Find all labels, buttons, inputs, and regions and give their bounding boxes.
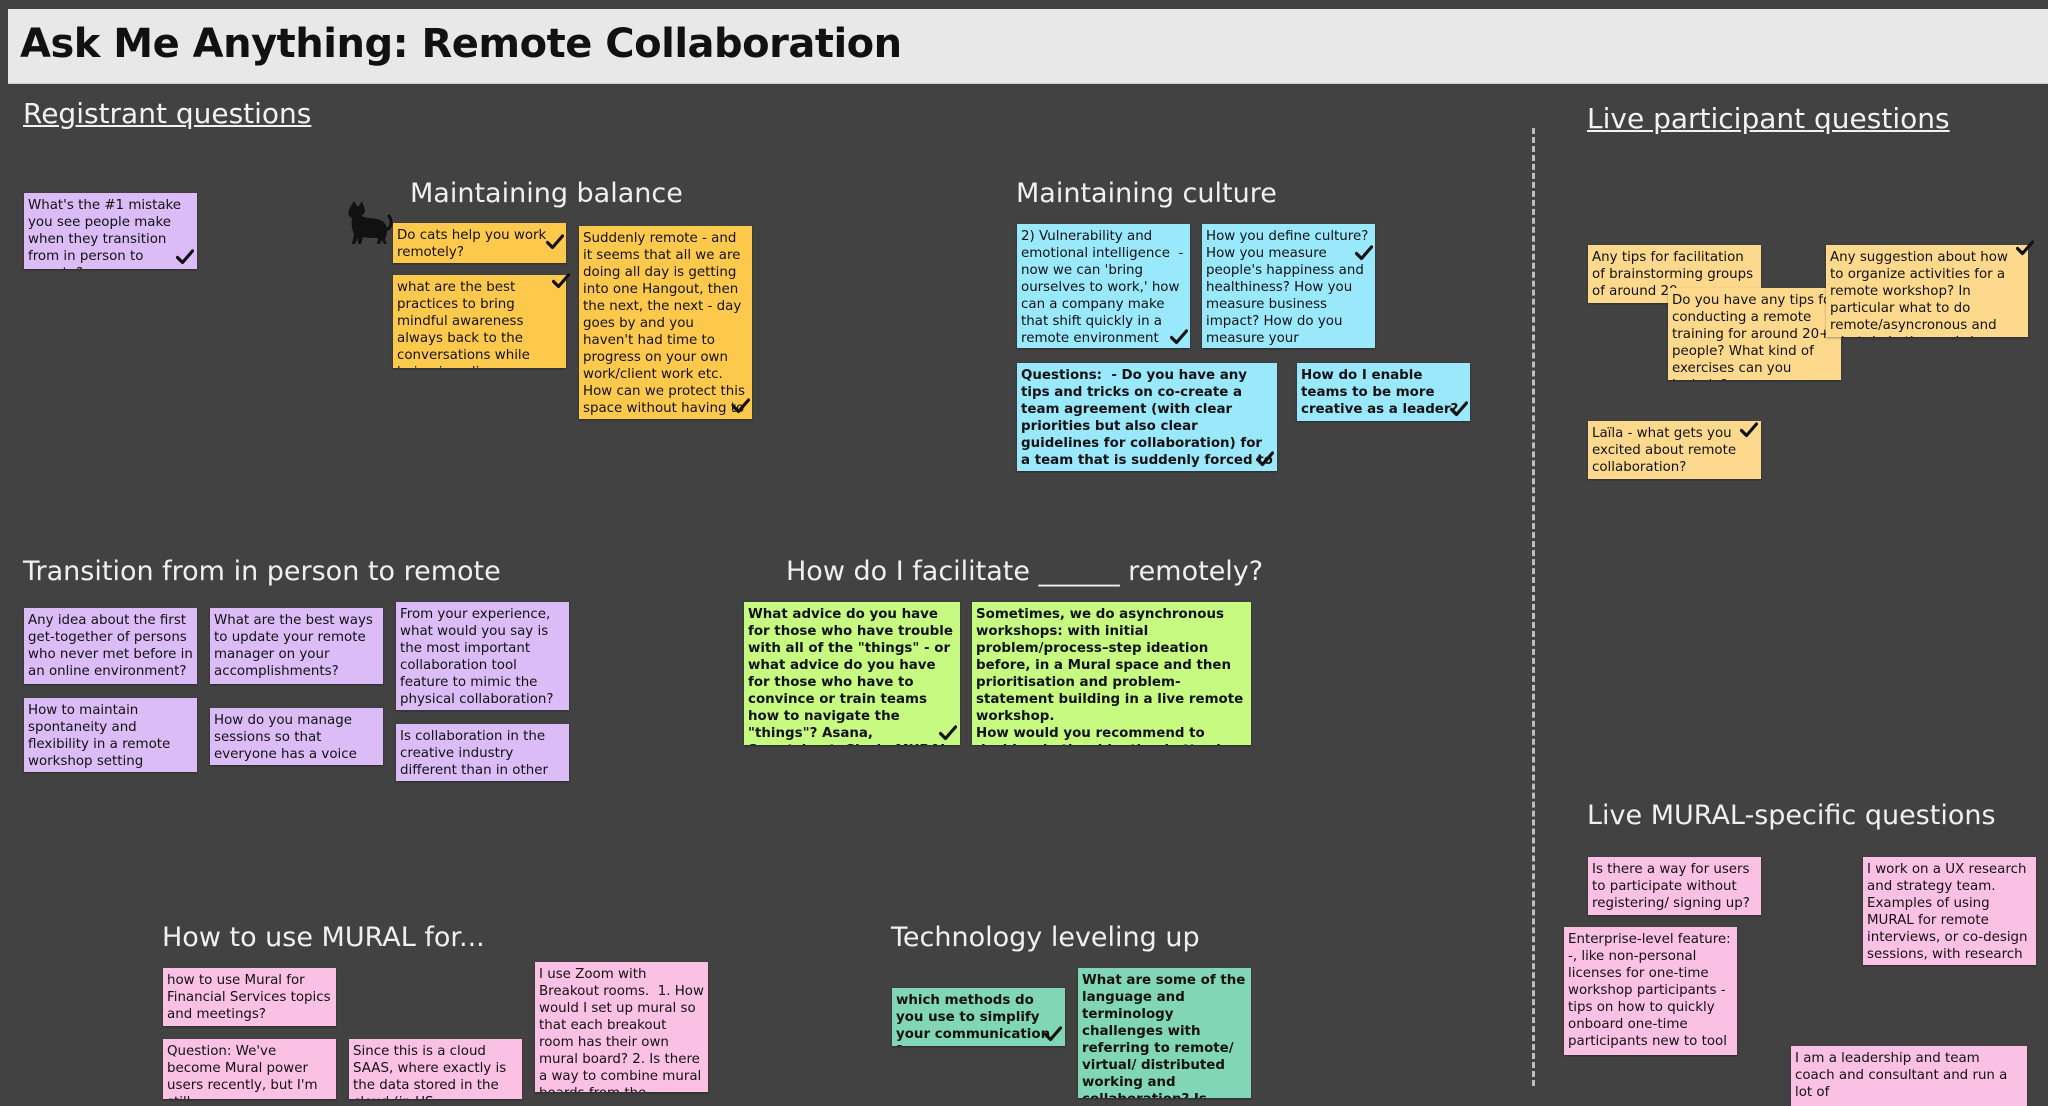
sticky-note[interactable]: From your experience, what would you say… [396,602,569,710]
check-icon [732,398,750,414]
section-title-facilitate[interactable]: How do I facilitate ______ remotely? [786,556,1264,587]
check-icon [1450,401,1468,417]
section-title-mural-live[interactable]: Live MURAL-specific questions [1587,800,1996,831]
sticky-note[interactable]: I am a leadership and team coach and con… [1791,1046,2027,1106]
cat-icon[interactable] [337,200,393,246]
zone-divider [1532,128,1535,1086]
sticky-note[interactable]: What are some of the language and termin… [1078,968,1251,1098]
sticky-note[interactable]: 2) Vulnerability and emotional intellige… [1017,224,1190,348]
check-icon [1355,245,1373,261]
sticky-note[interactable]: How you define culture? How you measure … [1202,224,1375,348]
check-icon [1044,1026,1062,1042]
section-title-culture[interactable]: Maintaining culture [1016,178,1277,209]
sticky-note[interactable]: Do you have any tips for conducting a re… [1668,288,1841,380]
check-icon [1170,329,1188,345]
sticky-note[interactable]: Questions: - Do you have any tips and tr… [1017,363,1277,471]
sticky-note[interactable]: Laïla - what gets you excited about remo… [1588,421,1761,479]
sticky-note[interactable]: what are the best practices to bring min… [393,275,566,368]
sticky-note[interactable]: which methods do you use to simplify you… [892,988,1065,1046]
check-icon [546,234,564,250]
check-icon [2016,240,2034,256]
check-icon [1256,451,1274,467]
zone-title-live[interactable]: Live participant questions [1587,102,1950,135]
sticky-note[interactable]: What advice do you have for those who ha… [744,602,960,745]
sticky-note[interactable]: What are the best ways to update your re… [210,608,383,684]
sticky-note[interactable]: Question: We've become Mural power users… [163,1039,336,1099]
sticky-note[interactable]: I use Zoom with Breakout rooms. 1. How w… [535,962,708,1092]
sticky-note[interactable]: I work on a UX research and strategy tea… [1863,857,2036,965]
check-icon [552,273,570,289]
sticky-note[interactable]: What's the #1 mistake you see people mak… [24,193,197,269]
section-title-tech[interactable]: Technology leveling up [891,922,1200,953]
sticky-note[interactable]: Any tips for facilitation of brainstormi… [1588,245,1761,303]
sticky-note[interactable]: How do you manage sessions so that every… [210,708,383,765]
sticky-note[interactable]: Is collaboration in the creative industr… [396,724,569,781]
check-icon [939,725,957,741]
board-title-bar: Ask Me Anything: Remote Collaboration [8,9,2048,84]
section-title-balance[interactable]: Maintaining balance [410,178,683,209]
sticky-note[interactable]: Suddenly remote - and it seems that all … [579,226,752,419]
zone-title-registrant[interactable]: Registrant questions [23,97,312,130]
sticky-note[interactable]: how to use Mural for Financial Services … [163,968,336,1026]
sticky-note[interactable]: How to maintain spontaneity and flexibil… [24,698,197,772]
board-title[interactable]: Ask Me Anything: Remote Collaboration [20,21,902,67]
sticky-note[interactable]: Any suggestion about how to organize act… [1826,245,2028,337]
sticky-note[interactable]: Do cats help you work remotely? [393,223,566,263]
sticky-note[interactable]: How do I enable teams to be more creativ… [1297,363,1470,421]
sticky-note[interactable]: Since this is a cloud SAAS, where exactl… [349,1039,522,1099]
section-title-mural-for[interactable]: How to use MURAL for... [162,922,485,953]
sticky-note[interactable]: Sometimes, we do asynchronous workshops:… [972,602,1251,745]
sticky-note[interactable]: Enterprise-level feature: -, like non-pe… [1564,927,1737,1055]
section-title-transition[interactable]: Transition from in person to remote [23,556,501,587]
sticky-note[interactable]: Any idea about the first get-together of… [24,608,197,684]
check-icon [176,249,194,265]
sticky-note[interactable]: Is there a way for users to participate … [1588,857,1761,915]
check-icon [1740,422,1758,438]
